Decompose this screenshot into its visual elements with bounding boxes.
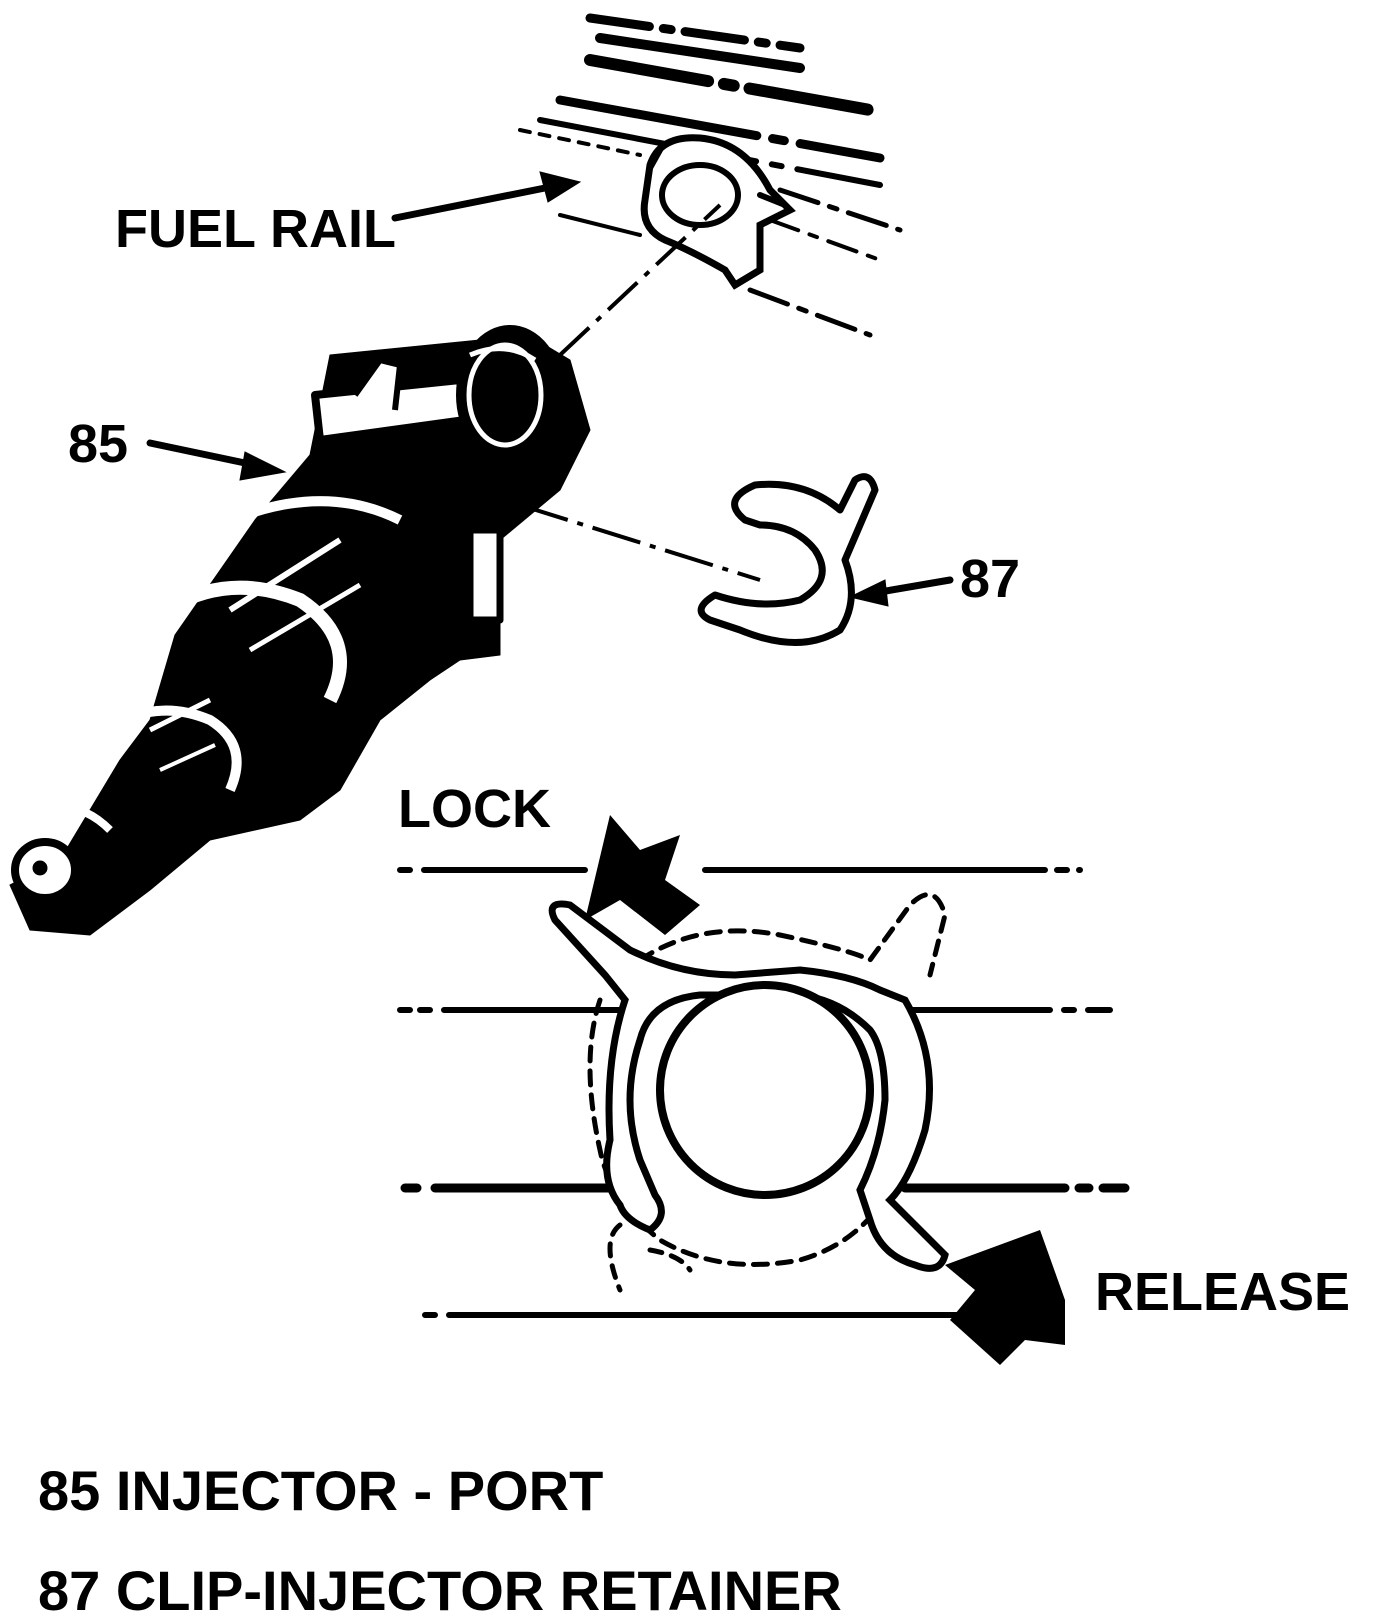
callout-87-label: 87 xyxy=(960,549,1020,609)
release-arrow-icon xyxy=(945,1230,1065,1365)
legend-item-85: 85 INJECTOR - PORT xyxy=(38,1459,603,1522)
injector-body xyxy=(9,203,761,936)
callout-85-label: 85 xyxy=(68,414,128,474)
callout-85-arrowhead-icon xyxy=(239,451,287,481)
lock-arrow-icon xyxy=(585,815,700,935)
release-label: RELEASE xyxy=(1095,1262,1350,1322)
fuel-rail-label: FUEL RAIL xyxy=(115,199,396,259)
retainer-clip xyxy=(697,473,879,646)
leader-lines xyxy=(146,171,954,607)
callout-87-arrowhead-icon xyxy=(848,579,889,607)
legend-item-87: 87 CLIP-INJECTOR RETAINER xyxy=(38,1559,842,1622)
fuel-rail-arrowhead-icon xyxy=(539,171,582,203)
clip-end-view xyxy=(397,867,1130,1318)
legend: 85 INJECTOR - PORT 87 CLIP-INJECTOR RETA… xyxy=(38,1459,842,1622)
fuel-rail xyxy=(518,13,903,338)
lock-label: LOCK xyxy=(398,779,551,839)
